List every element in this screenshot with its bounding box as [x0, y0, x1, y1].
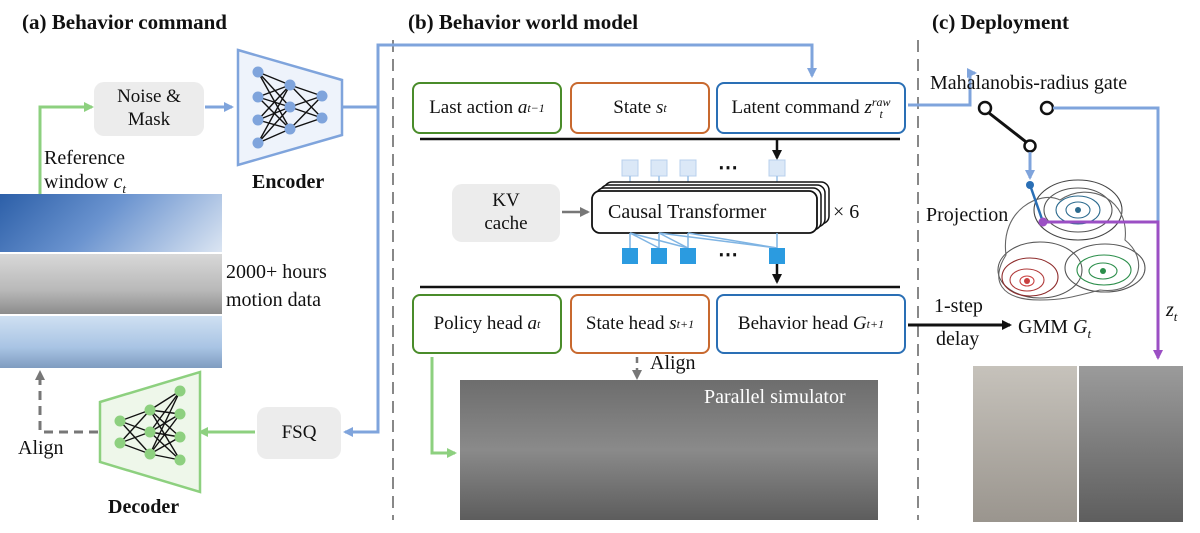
parallel-simulator-label: Parallel simulator	[704, 386, 846, 408]
arrow-encoder-to-world-model	[342, 43, 817, 109]
projection-label: Projection	[926, 204, 1009, 226]
gmm-contours	[997, 179, 1146, 301]
decoder-nodes	[114, 385, 186, 466]
z-output-subscript: t	[1173, 309, 1178, 324]
gmm-symbol: G	[1073, 316, 1088, 338]
output-tokens	[622, 248, 785, 264]
projection-line	[1028, 184, 1045, 223]
gmm-subscript: t	[1087, 326, 1092, 341]
policy-head-text: Policy head	[433, 312, 523, 334]
reference-window-label: Reference window ct	[44, 146, 126, 197]
policy-head-symbol: a	[527, 312, 538, 334]
input-tokens	[621, 159, 786, 177]
parallel-simulator-image: Parallel simulator	[460, 380, 878, 520]
decoder-label: Decoder	[108, 496, 180, 518]
gmm-label: GMM Gt	[1018, 317, 1091, 340]
policy-head-subscript: t	[537, 316, 541, 331]
align-label-b: Align	[650, 352, 696, 374]
encoder-nodes	[252, 66, 328, 149]
token-connectors-out	[629, 232, 778, 249]
arrow-projected-to-robot	[1043, 220, 1163, 360]
motion-data-label-1: 2000+ hours	[226, 261, 327, 283]
gmm-text: GMM	[1018, 316, 1069, 338]
behavior-head-symbol: G	[852, 312, 867, 334]
kv-cache-box: KV cache	[452, 184, 560, 242]
gmm-centers	[1024, 207, 1106, 284]
behavior-head-subscript: t+1	[866, 316, 885, 331]
motion-data-image-2	[0, 254, 222, 314]
projection-start-point	[1026, 181, 1034, 189]
transformer-stack-1	[591, 190, 818, 234]
behavior-head-text: Behavior head	[737, 312, 849, 334]
encoder-label: Encoder	[252, 171, 325, 193]
deployment-image-2	[1079, 366, 1183, 522]
latent-command-subscript: t	[879, 107, 883, 121]
state-head-text: State head	[585, 312, 665, 334]
z-output-symbol: z	[1166, 299, 1174, 321]
arrow-latent-to-gate	[908, 68, 977, 107]
align-label-a: Align	[18, 437, 64, 459]
motion-data-image-3	[0, 316, 222, 368]
reference-window-subscript: t	[122, 181, 126, 196]
latent-command-symbol: z	[864, 96, 872, 118]
reference-window-text: Reference	[44, 147, 126, 169]
latent-command-superscript: raw	[871, 95, 891, 109]
transformer-repeat-label: × 6	[833, 201, 860, 223]
arrow-gate-bypass	[1053, 106, 1160, 225]
state-head-symbol: s	[669, 312, 677, 334]
z-output-label: zt	[1166, 300, 1177, 323]
gate-contact-right	[1039, 100, 1055, 116]
section-title-a: (a) Behavior command	[22, 10, 227, 34]
last-action-subscript: t−1	[527, 100, 545, 115]
encoder-network	[257, 71, 323, 144]
gate-pivot	[1023, 139, 1037, 153]
transformer-label: Causal Transformer	[608, 201, 767, 223]
last-action-text: Last action	[429, 96, 514, 118]
reference-window-text-2: window	[44, 171, 109, 193]
fsq-box: FSQ	[257, 407, 341, 459]
arrow-policy-to-sim	[430, 357, 457, 458]
last-action-symbol: a	[517, 96, 528, 118]
state-head-subscript: t+1	[676, 316, 695, 331]
arrow-decoder-align	[35, 370, 98, 434]
state-subscript: t	[663, 100, 667, 115]
latent-command-text: Latent command	[731, 96, 860, 118]
delay-label-1: 1-step	[934, 295, 983, 317]
ellipsis-top: ⋯	[718, 157, 738, 179]
ellipsis-bottom: ⋯	[718, 244, 738, 266]
arrow-encoder-to-fsq	[343, 107, 380, 437]
section-title-c: (c) Deployment	[932, 10, 1070, 34]
gate-switch-lever	[988, 111, 1031, 147]
section-title-b: (b) Behavior world model	[408, 10, 639, 34]
deployment-image-1	[973, 366, 1077, 522]
delay-label-2: delay	[936, 328, 980, 350]
arrow-reference-to-noise	[38, 102, 94, 195]
motion-data-image-1	[0, 194, 222, 252]
gate-contact-left	[977, 100, 993, 116]
motion-data-label-2: motion data	[226, 289, 321, 311]
noise-mask-box: Noise & Mask	[94, 82, 204, 136]
state-text: State	[613, 96, 652, 118]
reference-window-symbol: c	[113, 171, 123, 193]
gate-label: Mahalanobis-radius gate	[930, 72, 1128, 94]
state-symbol: s	[656, 96, 664, 118]
